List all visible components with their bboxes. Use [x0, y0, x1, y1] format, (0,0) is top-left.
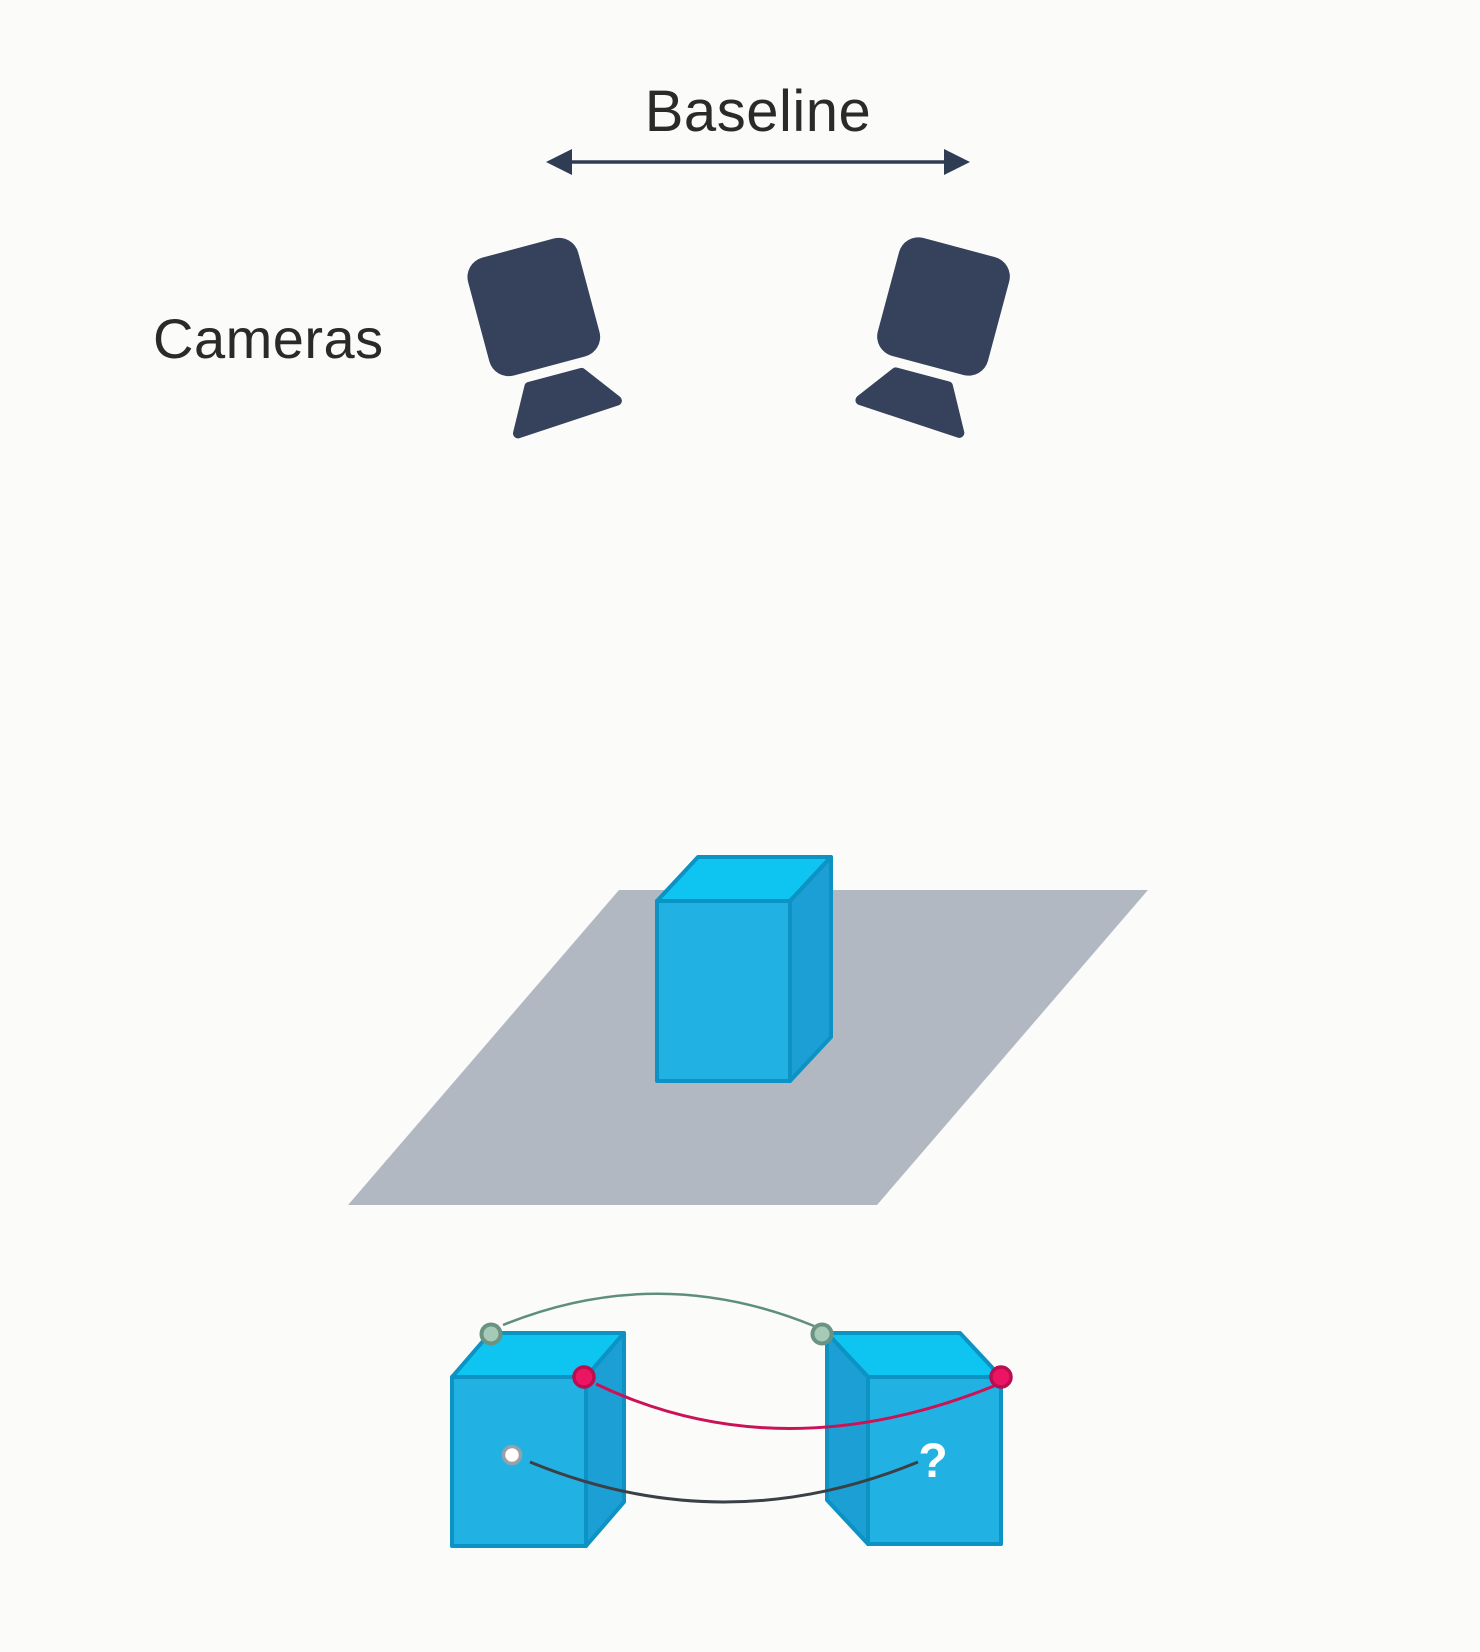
left-pink-point: [572, 1365, 596, 1389]
scene-cube-front-face: [655, 899, 792, 1083]
left-green-point: [479, 1322, 503, 1346]
left-camera-screen: [467, 237, 601, 377]
right-camera-screen: [877, 237, 1010, 376]
baseline-arrow: [546, 149, 970, 175]
scene-group: [348, 855, 1148, 1205]
baseline-arrow-right-head-icon: [944, 149, 970, 175]
right-camera-icon: [855, 237, 1010, 438]
right-image-cube-front-face: [866, 1375, 1003, 1546]
baseline-arrow-left-head-icon: [546, 149, 572, 175]
cameras-label: Cameras: [153, 307, 384, 370]
dark-match-curve: [529, 1460, 919, 1504]
left-white-point: [501, 1444, 523, 1466]
right-camera-stand: [855, 367, 965, 438]
question-mark-label: ?: [918, 1435, 947, 1488]
matching-group: ?: [450, 1292, 1013, 1548]
left-camera-icon: [467, 237, 622, 439]
baseline-label: Baseline: [645, 79, 871, 144]
green-match-curve: [502, 1292, 815, 1328]
left-camera-stand: [512, 367, 622, 439]
right-green-point: [810, 1322, 834, 1346]
left-image-cube: [450, 1331, 626, 1548]
right-pink-point: [989, 1365, 1013, 1389]
right-image-cube: [825, 1331, 1003, 1546]
scene-cube: [655, 855, 833, 1083]
pink-match-curve: [595, 1382, 995, 1430]
